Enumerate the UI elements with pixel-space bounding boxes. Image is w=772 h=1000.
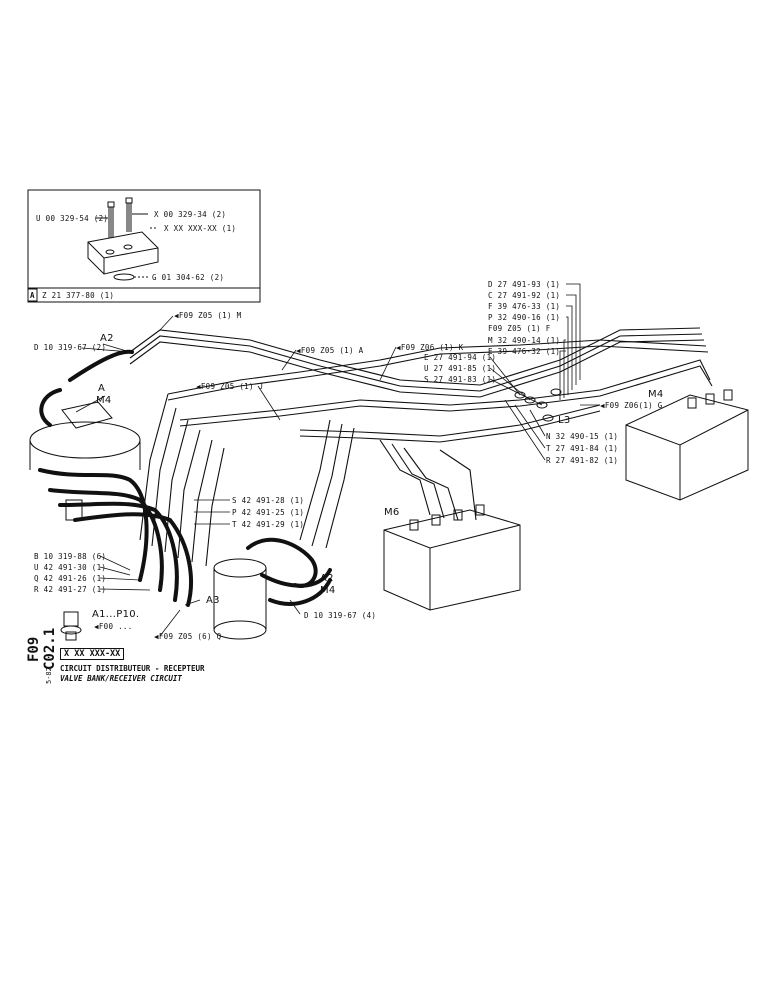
ref-f09g: ◀F09 Z06(1) G: [600, 401, 663, 410]
part-d10319-67-4: D 10 319-67 (4): [304, 611, 377, 620]
sheet-code: F09 C02.1: [26, 627, 58, 671]
part-s27491-83: S 27 491-83 (1): [424, 375, 497, 384]
callout-m4-right: M4: [648, 389, 664, 400]
part-t42491-29: T 42 491-29 (1): [232, 520, 305, 529]
part-u27491-85: U 27 491-85 (1): [424, 364, 497, 373]
part-n32490-15: N 32 490-15 (1): [546, 432, 619, 441]
inset-ref-letter: A: [30, 291, 35, 300]
ref-f09j: ◀F09 Z05 (1) J: [196, 382, 264, 391]
inset-ref-part: Z 21 377-80 (1): [42, 291, 115, 300]
callout-m6: M6: [384, 507, 400, 518]
ref-f09m: ◀F09 Z05 (1) M: [174, 311, 242, 320]
tube-bundle: [129, 327, 713, 567]
callout-f00: ◀F00 ...: [94, 622, 133, 631]
title-english: VALVE BANK/RECEIVER CIRCUIT: [60, 674, 182, 683]
callout-a2-left: A2: [100, 333, 114, 344]
inset-label-oring: G 01 304-62 (2): [152, 273, 225, 282]
title-block: X XX XXX-XX CIRCUIT DISTRIBUTEUR - RECEP…: [58, 648, 218, 686]
ref-f09f: F09 Z05 (1) F: [488, 324, 551, 333]
leader-lines: [75, 283, 600, 637]
ref-f09k: ◀F09 Z06 (1) K: [396, 343, 464, 352]
part-p32490-16: P 32 490-16 (1): [488, 313, 561, 322]
part-d10319-67-2: D 10 319-67 (2): [34, 343, 107, 352]
inset-label-x-screw: X 00 329-34 (2): [154, 210, 227, 219]
pressure-switch: [60, 611, 82, 641]
title-part-no: X XX XXX-XX: [60, 648, 125, 660]
part-f39476-33: F 39 476-33 (1): [488, 302, 561, 311]
hoses-left: [38, 349, 193, 607]
ref-f09a: ◀F09 Z05 (1) A: [296, 346, 364, 355]
inset-label-block: X XX XXX-XX (1): [164, 224, 237, 233]
left-actuator: [29, 401, 141, 521]
part-q42491-26: Q 42 491-26 (1): [34, 574, 107, 583]
part-p42491-25: P 42 491-25 (1): [232, 508, 305, 517]
part-t27491-84: T 27 491-84 (1): [546, 444, 619, 453]
valve-bank-m6: [383, 504, 521, 611]
ref-f09q: ◀F09 Z05 (6) Q: [154, 632, 222, 641]
part-r42491-27: R 42 491-27 (1): [34, 585, 107, 594]
part-r27491-82: R 27 491-82 (1): [546, 456, 619, 465]
part-s42491-28: S 42 491-28 (1): [232, 496, 305, 505]
callout-a-left: A: [98, 383, 106, 394]
part-d27491-93: D 27 491-93 (1): [488, 280, 561, 289]
callout-m4-left: M4: [96, 395, 112, 406]
inset-label-u-screw: U 00 329-54 (2): [36, 214, 109, 223]
inset-block-drawing: [87, 197, 159, 281]
valve-bank-m4: [625, 389, 749, 501]
part-m32490-14: M 32 490-14 (1): [488, 336, 561, 345]
callout-a1p10: A1...P10.: [92, 609, 140, 620]
callout-a2-mid: A2: [320, 573, 334, 584]
title-french: CIRCUIT DISTRIBUTEUR - RECEPTEUR: [60, 664, 205, 673]
part-e39476-32: E 39 476-32 (1): [488, 347, 561, 356]
callout-l3: L3: [558, 415, 571, 426]
center-actuator: [213, 558, 267, 640]
hoses-center: [246, 537, 332, 606]
callout-m4-mid: M4: [320, 585, 336, 596]
callout-a3: A3: [206, 595, 220, 606]
part-u42491-30: U 42 491-30 (1): [34, 563, 107, 572]
part-b10319-88: B 10 319-88 (6): [34, 552, 107, 561]
part-e27491-94: E 27 491-94 (1): [424, 353, 497, 362]
part-c27491-92: C 27 491-92 (1): [488, 291, 561, 300]
sheet-date-code: 5-82: [45, 667, 53, 684]
inset-frame: [27, 189, 261, 303]
